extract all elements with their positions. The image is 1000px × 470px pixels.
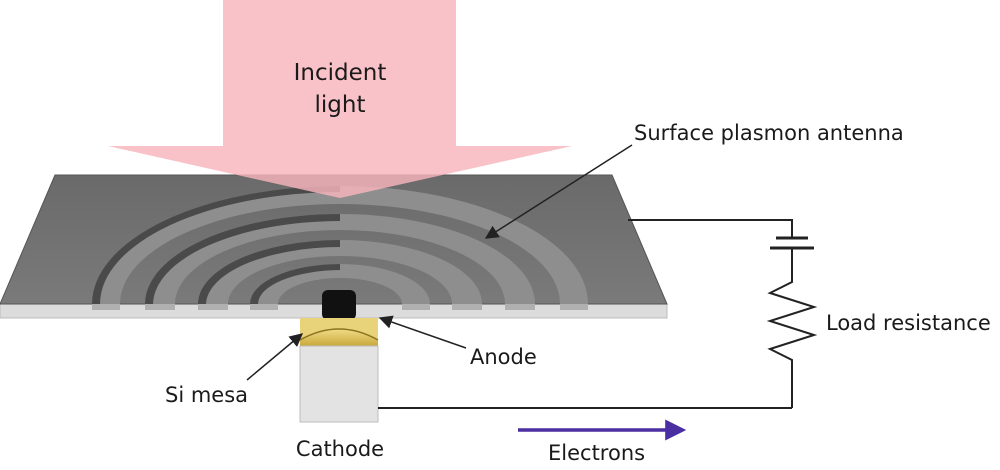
cathode-block — [299, 345, 379, 423]
concentric-grooves — [92, 186, 588, 304]
antenna-label: Surface plasmon antenna — [634, 121, 904, 145]
antenna-callout-arrow — [484, 144, 633, 239]
groove-ring-3 — [198, 240, 482, 304]
anode-callout-arrow — [378, 315, 467, 349]
si-mesa-label: Si mesa — [165, 383, 248, 407]
circuit-wire — [378, 219, 818, 409]
groove-ring-2-shadow — [145, 214, 340, 304]
anode-tip — [322, 290, 356, 320]
battery-icon — [770, 236, 814, 250]
load-resistor — [766, 262, 818, 408]
si-mesa-callout-arrow — [246, 333, 304, 381]
edge-notches — [92, 304, 588, 310]
groove-ring-3-shadow — [198, 240, 340, 304]
groove-ring-2 — [145, 214, 535, 304]
load-resistance-label: Load resistance — [826, 311, 991, 335]
incident-light-label-line1: Incident — [294, 60, 387, 86]
groove-ring-4-shadow — [250, 264, 340, 304]
anode-label: Anode — [470, 345, 537, 369]
electrons-label: Electrons — [548, 441, 645, 465]
wire-top — [628, 219, 793, 238]
groove-ring-1 — [92, 186, 588, 304]
si-mesa — [299, 318, 379, 346]
cathode-label: Cathode — [296, 437, 384, 461]
incident-light-beam — [108, 0, 572, 198]
incident-light-label-line2: light — [315, 92, 366, 118]
antenna-plate — [0, 174, 668, 319]
